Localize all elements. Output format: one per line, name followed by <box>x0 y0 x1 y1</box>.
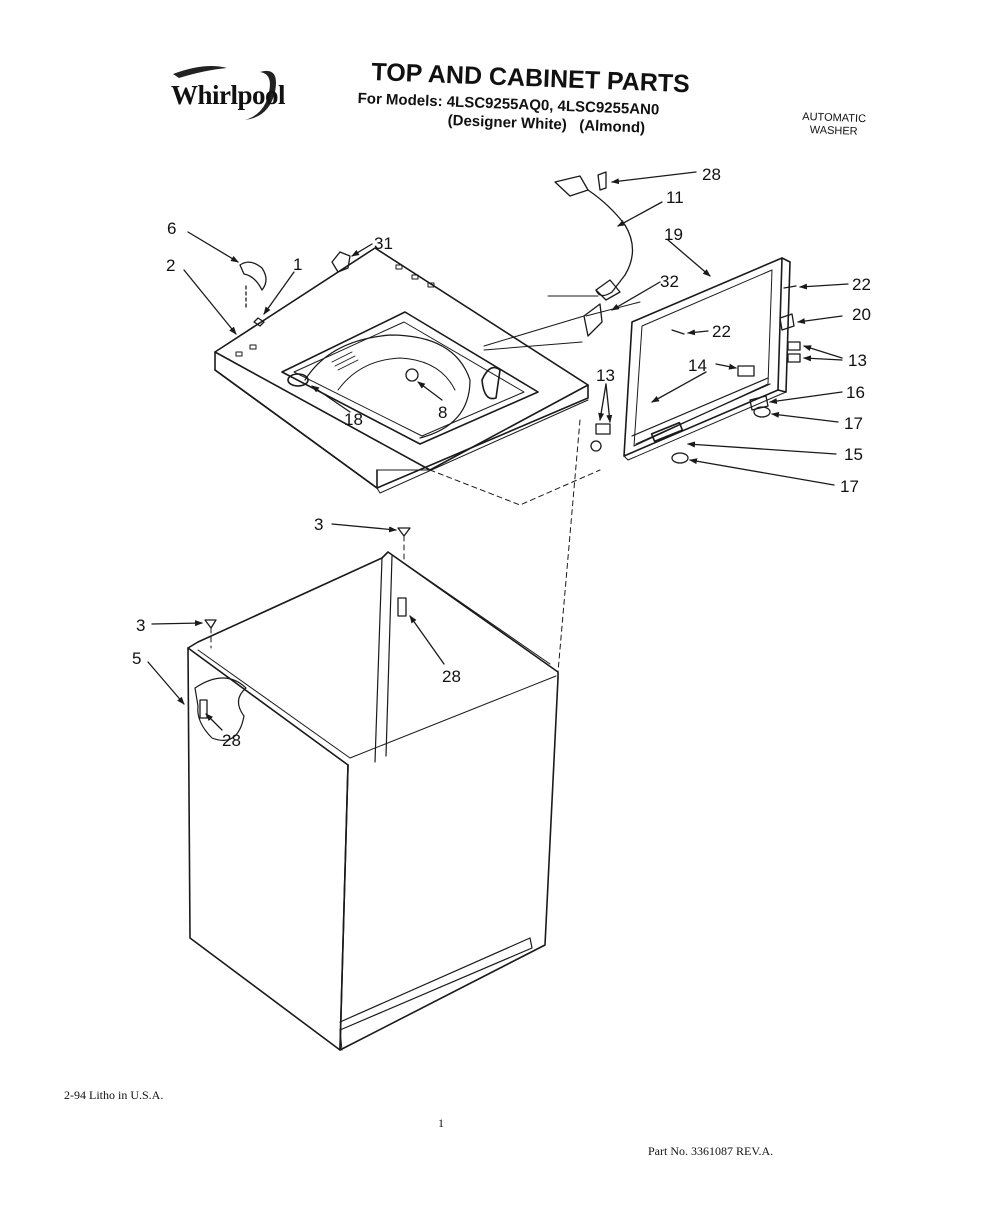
callout-5: 5 <box>132 649 141 668</box>
callout-17-upper: 17 <box>844 414 863 433</box>
callout-14: 14 <box>688 356 707 375</box>
callout-15: 15 <box>844 445 863 464</box>
callout-3-front: 3 <box>136 616 145 635</box>
callout-11: 11 <box>666 188 684 207</box>
callout-3-rear: 3 <box>314 515 323 534</box>
callout-28-front: 28 <box>222 731 241 750</box>
page-number: 1 <box>438 1116 444 1130</box>
callout-8: 8 <box>438 403 447 422</box>
callout-28-top: 28 <box>702 165 721 184</box>
brand-name: Whirlpool <box>171 80 286 110</box>
callout-18: 18 <box>344 410 363 429</box>
callout-20: 20 <box>852 305 871 324</box>
hardware-parts <box>199 171 801 719</box>
callout-22-outer: 22 <box>852 275 871 294</box>
whirlpool-logo: Whirlpool <box>165 62 305 132</box>
logo-swoosh-icon <box>173 66 276 120</box>
callout-6: 6 <box>167 219 176 238</box>
callout-31: 31 <box>374 234 393 253</box>
callout-13-left: 13 <box>596 366 615 385</box>
lid <box>623 257 791 461</box>
top-panel <box>214 247 589 494</box>
callout-19: 19 <box>664 225 683 244</box>
callout-13-right: 13 <box>848 351 867 370</box>
leader-arrows <box>147 171 849 731</box>
callout-labels: 6 2 1 31 8 18 28 11 19 32 22 22 20 13 14… <box>132 165 871 750</box>
exploded-guides <box>483 295 641 351</box>
callout-28-rear: 28 <box>442 667 461 686</box>
part-number: Part No. 3361087 REV.A. <box>648 1144 774 1158</box>
callout-22-inner: 22 <box>712 322 731 341</box>
callout-1: 1 <box>293 255 302 274</box>
litho-note: 2-94 Litho in U.S.A. <box>64 1088 164 1102</box>
callout-32: 32 <box>660 272 679 291</box>
callout-17-lower: 17 <box>840 477 859 496</box>
callout-16: 16 <box>846 383 865 402</box>
cabinet <box>187 551 559 1051</box>
callout-2: 2 <box>166 256 175 275</box>
relation-lines <box>210 419 601 673</box>
